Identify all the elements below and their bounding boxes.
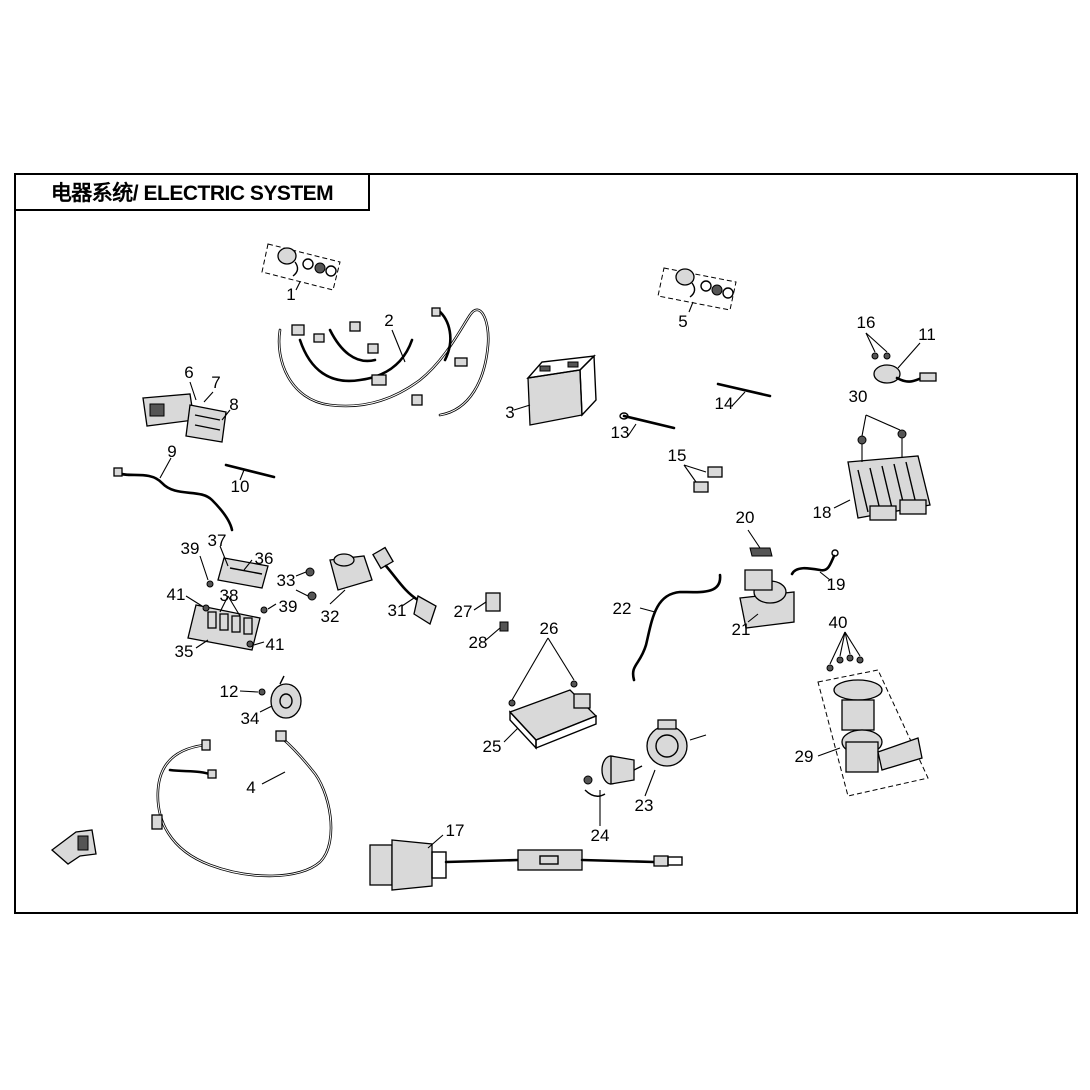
part-35-41-fuse-box (185, 545, 277, 651)
front-direction-arrow (50, 829, 97, 865)
part-32-33-ignition-coil (295, 553, 373, 605)
callout-3: 3 (505, 403, 514, 422)
callout-33: 33 (277, 571, 296, 590)
callout-26: 26 (540, 619, 559, 638)
callout-19: 19 (827, 575, 846, 594)
callout-23: 23 (635, 796, 654, 815)
callout-28: 28 (469, 633, 488, 652)
part-10-strip (224, 463, 276, 481)
callout-5: 5 (678, 312, 687, 331)
callout-25: 25 (483, 737, 502, 756)
callout-15: 15 (668, 446, 687, 465)
callout-6: 6 (184, 363, 193, 382)
callout-41-right: 41 (266, 635, 285, 654)
part-22-wire (631, 573, 722, 682)
callout-labels: 1 2 3 4 5 6 7 8 9 10 11 12 13 14 15 16 1… (167, 285, 936, 845)
part-9-wire (113, 457, 234, 532)
part-5-connector-kit (657, 267, 737, 313)
callout-18: 18 (813, 503, 832, 522)
callout-14: 14 (715, 394, 734, 413)
callout-1: 1 (286, 285, 295, 304)
callout-31: 31 (388, 601, 407, 620)
callout-34: 34 (241, 709, 260, 728)
page-title: 电器系统/ ELECTRIC SYSTEM (50, 182, 334, 205)
part-12-34-horn (239, 675, 302, 719)
part-15-connectors (683, 464, 723, 493)
callout-24: 24 (591, 826, 610, 845)
callout-37: 37 (208, 531, 227, 550)
part-31-plug-cap (372, 546, 437, 625)
callout-12: 12 (220, 682, 239, 701)
callout-20: 20 (736, 508, 755, 527)
callout-2: 2 (384, 311, 393, 330)
part-11-sensor (865, 332, 937, 384)
callout-29: 29 (795, 747, 814, 766)
part-6-7-8-switch-assembly (142, 381, 231, 443)
part-19-wire (790, 549, 839, 581)
part-1-grommet-kit (261, 243, 341, 291)
part-27-28-relay (473, 592, 509, 641)
callout-17: 17 (446, 821, 465, 840)
callout-27: 27 (454, 602, 473, 621)
callout-36: 36 (255, 549, 274, 568)
callout-39-left: 39 (181, 539, 200, 558)
part-13-strip (619, 412, 676, 437)
part-23-24-sender (583, 719, 707, 826)
callout-38: 38 (220, 586, 239, 605)
part-25-26-ecu (503, 637, 598, 750)
callout-9: 9 (167, 442, 176, 461)
callout-39-right: 39 (279, 597, 298, 616)
callout-10: 10 (231, 477, 250, 496)
callout-13: 13 (611, 423, 630, 442)
part-17-cable-assembly (369, 834, 683, 891)
callout-7: 7 (211, 373, 220, 392)
part-2-main-harness (277, 307, 490, 417)
title-box: 电器系统/ ELECTRIC SYSTEM (14, 173, 370, 211)
callout-35: 35 (175, 642, 194, 661)
callout-8: 8 (229, 395, 238, 414)
callout-22: 22 (613, 599, 632, 618)
part-14-strip (716, 382, 772, 407)
callout-21: 21 (732, 620, 751, 639)
diagram-frame (14, 173, 1078, 914)
callout-41-left: 41 (167, 585, 186, 604)
part-3-battery (513, 354, 597, 426)
callout-40: 40 (829, 613, 848, 632)
part-18-regulator (833, 414, 931, 521)
part-20-21-relay (739, 529, 795, 629)
callout-4: 4 (246, 778, 255, 797)
callout-32: 32 (321, 607, 340, 626)
callout-16: 16 (857, 313, 876, 332)
part-29-40-fuel-pump (817, 631, 929, 797)
callout-11: 11 (918, 325, 936, 344)
part-4-sub-harness (151, 730, 333, 878)
callout-30: 30 (849, 387, 868, 406)
